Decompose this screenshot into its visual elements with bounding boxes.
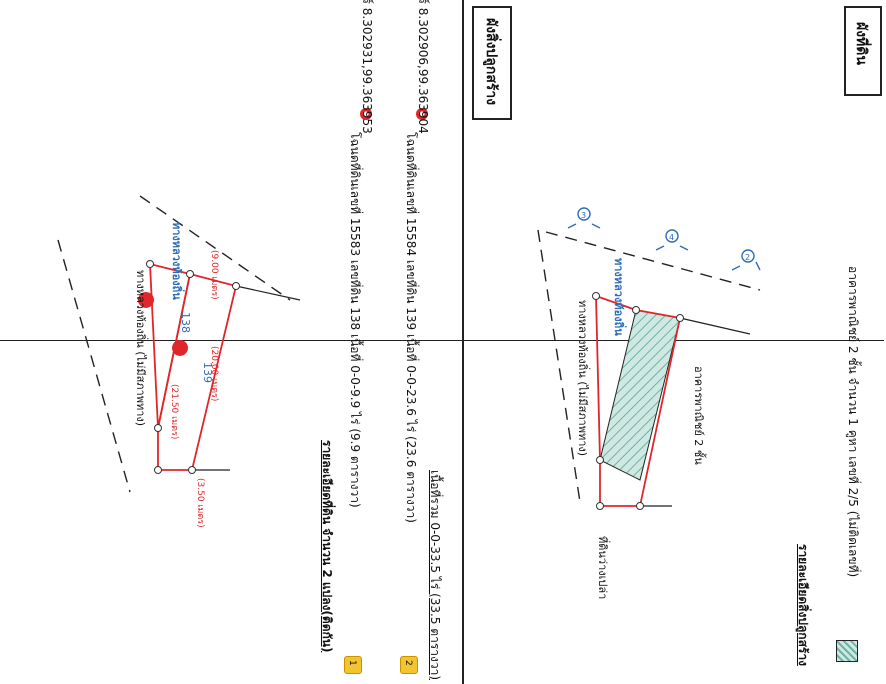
building-legend: อาคารพาณิชย์ 2 ชั้น จำนวน 1 คูหา เลขที่ … (846, 266, 860, 578)
legend-swatch (836, 640, 858, 662)
badge-icon-2 (400, 656, 418, 674)
road-blue-label-2: ทางหลวงท้องถิ่น (612, 258, 625, 336)
dashed-road-line (545, 231, 761, 291)
land-plan-panel (0, 0, 884, 341)
road-local-label-2: ทางหลวงท้องถิ่น (ไม่มีสภาพทาง) (576, 300, 589, 457)
badge-icon-1 (344, 656, 362, 674)
building-label: อาคารพาณิชย์ 2 ชั้น (692, 366, 705, 465)
boundary-line (235, 285, 301, 301)
marker-2: 2 (745, 253, 750, 262)
land-plan-title-box (844, 6, 882, 96)
building-details-heading: รายละเอียดสิ่งปลูกสร้าง (796, 544, 810, 666)
marker-3: 3 (581, 211, 586, 220)
vacant-land-label: ที่ดินว่างเปล่า (596, 536, 609, 600)
panel-divider (462, 0, 464, 684)
dashed-road-line (139, 195, 291, 301)
location-pin-icon (138, 292, 168, 308)
marker-4: 4 (669, 233, 674, 242)
lot-139-outline (157, 272, 238, 471)
building-plan-title-box (472, 6, 512, 120)
dashed-road-line (537, 229, 581, 503)
dashed-road-line (57, 239, 131, 493)
view-marker-icon (567, 207, 761, 271)
boundary-line (679, 317, 751, 335)
location-pin-icon (172, 340, 202, 356)
